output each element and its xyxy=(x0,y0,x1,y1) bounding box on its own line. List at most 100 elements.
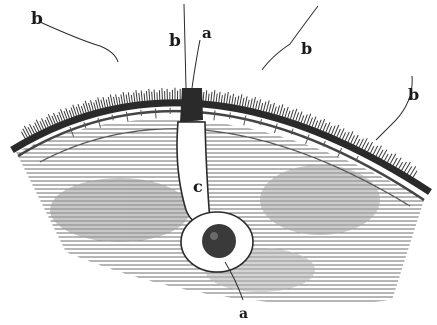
fringe-hair xyxy=(76,107,79,116)
fringe-hair xyxy=(356,139,360,146)
fringe-hair xyxy=(146,91,147,101)
fringe-hair xyxy=(149,89,150,101)
fringe-hair xyxy=(91,100,94,111)
fringe-hair xyxy=(240,94,242,106)
fringe-hair xyxy=(272,103,275,114)
fringe-hair xyxy=(253,97,256,109)
fringe-hair xyxy=(399,162,403,169)
inner-projection xyxy=(112,115,113,121)
inner-projection xyxy=(214,110,215,120)
fringe-hair xyxy=(221,95,222,103)
fringe-hair xyxy=(89,103,92,112)
fringe-hair xyxy=(36,120,41,131)
fringe-hair xyxy=(116,94,118,105)
fringe-hair xyxy=(277,106,280,116)
fringe-hair xyxy=(94,103,96,111)
fringe-hair xyxy=(162,88,163,100)
label-b-far-right: b xyxy=(408,85,419,104)
fringe-hair xyxy=(57,115,60,122)
fringe-hair xyxy=(229,95,230,104)
fringe-hair xyxy=(318,120,322,129)
fringe-hair xyxy=(110,95,113,107)
fringe-hair xyxy=(379,150,383,158)
fringe-hair xyxy=(98,97,101,109)
fringe-hair xyxy=(214,90,215,102)
fringe-hair xyxy=(242,98,244,107)
fringe-hair xyxy=(309,118,312,126)
fringe-hair xyxy=(323,123,326,131)
fringe-hair xyxy=(274,107,276,115)
fringe-hair xyxy=(136,90,138,102)
fringe-hair xyxy=(219,92,220,103)
fringe-hair xyxy=(261,103,263,111)
fringe-hair xyxy=(106,100,108,108)
label-b-right: b xyxy=(301,39,312,58)
fringe-hair xyxy=(24,126,30,137)
fringe-hair xyxy=(282,108,285,117)
fringe-hair xyxy=(128,92,130,103)
fringe-hair xyxy=(248,100,250,108)
fringe-hair xyxy=(203,92,204,101)
label-b-center: b xyxy=(169,31,181,51)
fringe-hair xyxy=(211,92,212,102)
fringe-hair xyxy=(114,97,116,106)
fringe-hair xyxy=(144,93,145,101)
fringe-hair xyxy=(256,101,258,110)
fringe-hair xyxy=(152,92,153,101)
fringe-hair xyxy=(227,92,229,104)
fringe-hair xyxy=(365,142,369,150)
fringe-hair xyxy=(232,94,234,105)
fringe-hair xyxy=(206,90,207,101)
fringe-hair xyxy=(384,154,388,161)
inner-projection xyxy=(141,110,142,116)
fringe-hair xyxy=(83,104,86,114)
terminal-bulb-nucleus xyxy=(202,224,236,258)
fringe-hair xyxy=(288,111,290,119)
fringe-hair xyxy=(337,129,341,137)
inner-projection xyxy=(229,113,230,119)
fringe-hair xyxy=(301,115,304,123)
fringe-hair xyxy=(296,113,299,122)
fringe-hair xyxy=(69,110,72,118)
label-a-bottom: a xyxy=(239,306,248,322)
label-a-top: a xyxy=(202,24,212,42)
fringe-hair xyxy=(234,97,235,105)
fringe-hair xyxy=(258,99,261,110)
fringe-hair xyxy=(224,94,225,104)
fringe-hair xyxy=(245,96,247,107)
fringe-hair xyxy=(290,110,293,120)
fringe-hair xyxy=(131,95,132,103)
fringe-hair xyxy=(139,93,140,102)
fringe-hair xyxy=(208,94,209,102)
fringe-hair xyxy=(250,99,252,109)
nucleus-highlight xyxy=(210,232,218,240)
fringe-hair xyxy=(119,97,120,105)
fringe-hair xyxy=(141,91,142,102)
fringe-hair xyxy=(329,126,332,133)
fringe-hair xyxy=(237,96,239,106)
fringe-hair xyxy=(123,92,125,104)
label-b-left: b xyxy=(31,9,43,29)
fringe-hair xyxy=(269,104,271,113)
inner-projection xyxy=(155,109,156,119)
inner-projection xyxy=(126,112,128,122)
fringe-hair xyxy=(304,115,308,124)
fringe-hair xyxy=(154,90,155,101)
fringe-hair xyxy=(263,102,266,112)
fringe-hair xyxy=(101,100,103,109)
fringe-hair xyxy=(407,166,412,174)
label-c-canal: c xyxy=(193,177,203,196)
central-canal-plug xyxy=(180,88,203,122)
fringe-hair xyxy=(413,171,417,178)
fringe-hair xyxy=(121,95,123,105)
fringe-hair xyxy=(315,121,318,128)
fringe-hair xyxy=(266,101,269,113)
fringe-hair xyxy=(351,135,355,143)
fringe-hair xyxy=(81,106,83,114)
fringe-hair xyxy=(134,93,135,103)
fringe-hair xyxy=(126,95,127,104)
fringe-hair xyxy=(96,100,99,110)
fringe-hair xyxy=(370,146,374,153)
fringe-hair xyxy=(342,132,345,139)
